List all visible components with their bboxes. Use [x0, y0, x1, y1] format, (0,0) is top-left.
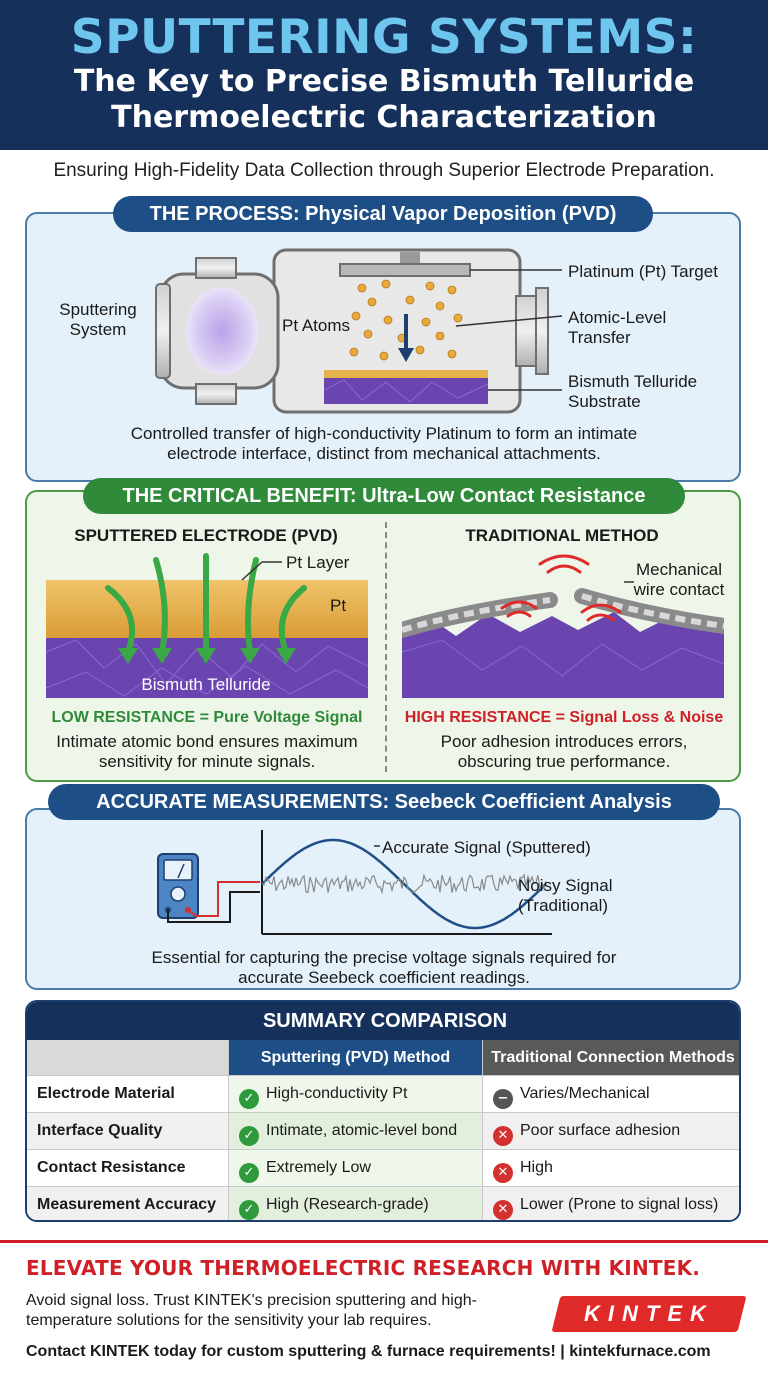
deposition-arrow — [398, 348, 414, 362]
accurate-signal-wave — [261, 838, 547, 930]
measurement-panel — [25, 808, 741, 990]
process-caption: Controlled transfer of high-conductivity… — [130, 424, 638, 463]
benefit-divider — [385, 522, 387, 772]
table-cell-traditional: ✕ Lower (Prone to signal loss) — [483, 1187, 739, 1220]
label-pt-target: Platinum (Pt) Target — [568, 262, 718, 281]
check-icon: ✓ — [239, 1163, 259, 1183]
cross-icon: ✕ — [493, 1200, 513, 1220]
table-cell-traditional: −Varies/Mechanical — [483, 1076, 739, 1113]
multimeter-icon — [157, 853, 260, 923]
sputtered-electrode-diagram — [46, 553, 368, 698]
footer-divider — [0, 1240, 768, 1243]
table-cell-pvd: ✓ Extremely Low — [229, 1150, 483, 1187]
label-pt-atoms: Pt Atoms — [282, 316, 351, 335]
pvd-value: High-conductivity Pt — [266, 1085, 408, 1102]
traditional-value: High — [520, 1159, 553, 1176]
check-icon: ✓ — [239, 1089, 259, 1109]
summary-table: SUMMARY COMPARISON Sputtering (PVD) Meth… — [25, 1000, 741, 1222]
signal-plot — [261, 830, 552, 935]
table-cell-traditional: ✕ Poor surface adhesion — [483, 1113, 739, 1150]
wire-right — [574, 588, 724, 634]
traditional-substrate — [402, 612, 724, 698]
label-sputtering-system: Sputtering System — [59, 300, 137, 339]
main-title: SPUTTERING SYSTEMS: — [70, 10, 698, 65]
logo-text: KINTEK — [584, 1301, 714, 1326]
left-title: SPUTTERED ELECTRODE (PVD) — [74, 526, 338, 545]
pt-coating — [324, 370, 488, 378]
traditional-value: Poor surface adhesion — [520, 1122, 681, 1139]
noise-waves — [500, 554, 622, 622]
footer-body: Avoid signal loss. Trust KINTEK's precis… — [26, 1292, 477, 1329]
table-cell-traditional: ✕ High — [483, 1150, 739, 1187]
measurement-caption: Essential for capturing the precise volt… — [151, 948, 617, 987]
footer-cta: ELEVATE YOUR THERMOELECTRIC RESEARCH WIT… — [26, 1256, 701, 1280]
table-cell-pvd: ✓ High-conductivity Pt — [229, 1076, 483, 1113]
table-row-label: Measurement Accuracy — [27, 1187, 229, 1220]
subtitle-line-1: The Key to Precise Bismuth Telluride — [73, 64, 695, 99]
measurement-heading: ACCURATE MEASUREMENTS: Seebeck Coefficie… — [48, 784, 720, 820]
label-bismuth-telluride: Bismuth Telluride — [141, 675, 271, 694]
process-heading: THE PROCESS: Physical Vapor Deposition (… — [113, 196, 653, 232]
label-noisy-signal: Noisy Signal (Traditional) — [518, 876, 613, 915]
right-result: HIGH RESISTANCE = Signal Loss & Noise — [404, 709, 724, 726]
col-header-traditional: Traditional Connection Methods — [483, 1040, 739, 1076]
header-banner: SPUTTERING SYSTEMS: The Key to Precise B… — [0, 0, 768, 150]
left-result: LOW RESISTANCE = Pure Voltage Signal — [51, 709, 363, 726]
table-corner — [27, 1040, 229, 1076]
table-cell-pvd: ✓ High (Research-grade) — [229, 1187, 483, 1220]
benefit-heading: THE CRITICAL BENEFIT: Ultra-Low Contact … — [83, 478, 685, 514]
label-pt: Pt — [330, 596, 347, 615]
label-accurate-signal: Accurate Signal (Sputtered) — [382, 838, 591, 857]
pt-target — [339, 263, 471, 277]
table-row-label: Electrode Material — [27, 1076, 229, 1113]
cross-icon: ✕ — [493, 1163, 513, 1183]
subtitle-line-2: Thermoelectric Characterization — [111, 100, 657, 135]
pt-atoms — [349, 279, 463, 361]
label-substrate: Bismuth Telluride Substrate — [568, 372, 698, 411]
right-description: Poor adhesion introduces errors, obscuri… — [440, 732, 688, 771]
check-icon: ✓ — [239, 1126, 259, 1146]
sputtering-chamber-diagram — [155, 248, 563, 414]
tagline: Ensuring High-Fidelity Data Collection t… — [53, 160, 715, 181]
traditional-contact-diagram — [402, 554, 724, 698]
pvd-value: High (Research-grade) — [266, 1196, 429, 1213]
check-icon: ✓ — [239, 1200, 259, 1220]
main-subtitle: The Key to Precise Bismuth Telluride The… — [0, 64, 768, 136]
left-description: Intimate atomic bond ensures maximum sen… — [56, 732, 358, 771]
pvd-value: Intimate, atomic-level bond — [266, 1122, 458, 1139]
label-mechanical-wire: Mechanical wire contact — [633, 560, 725, 599]
table-row-label: Interface Quality — [27, 1113, 229, 1150]
pvd-value: Extremely Low — [266, 1159, 371, 1176]
kintek-logo: KINTEK — [551, 1296, 747, 1332]
summary-title: SUMMARY COMPARISON — [27, 1002, 739, 1040]
noisy-signal-wave — [261, 873, 547, 895]
minus-icon: − — [493, 1089, 513, 1109]
table-cell-pvd: ✓ Intimate, atomic-level bond — [229, 1113, 483, 1150]
substrate — [324, 378, 488, 404]
footer-contact: Contact KINTEK today for custom sputteri… — [26, 1343, 711, 1360]
traditional-value: Varies/Mechanical — [520, 1085, 650, 1102]
cross-icon: ✕ — [493, 1126, 513, 1146]
traditional-value: Lower (Prone to signal loss) — [520, 1196, 719, 1213]
right-title: TRADITIONAL METHOD — [465, 526, 659, 545]
label-pt-layer: Pt Layer — [286, 553, 350, 572]
table-row-label: Contact Resistance — [27, 1150, 229, 1187]
col-header-pvd: Sputtering (PVD) Method — [229, 1040, 483, 1076]
plasma-glow — [186, 287, 258, 375]
label-atomic-transfer: Atomic-Level Transfer — [568, 308, 667, 347]
